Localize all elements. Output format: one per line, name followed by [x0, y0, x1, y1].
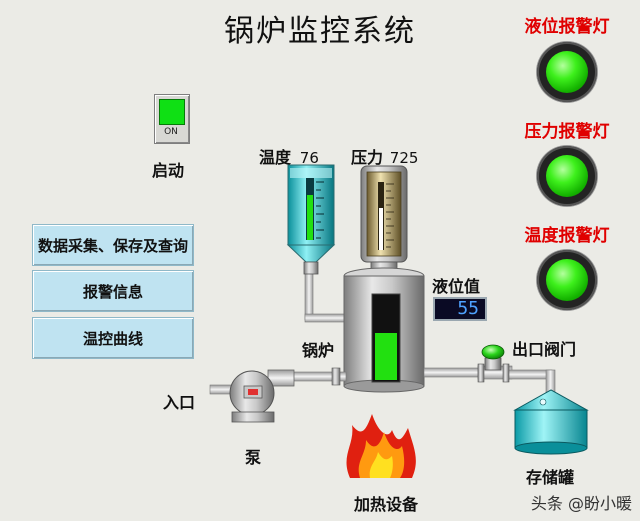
start-led-icon	[159, 99, 185, 125]
alarm-info-button[interactable]: 报警信息	[32, 270, 194, 312]
heater-label: 加热设备	[354, 495, 419, 514]
boiler-icon	[343, 267, 425, 393]
pump-label: 泵	[245, 448, 262, 467]
level-alarm-label: 液位报警灯	[524, 17, 610, 37]
pressure-gauge-icon	[360, 165, 408, 273]
temperature-value: 76	[299, 149, 319, 167]
pressure-label-text: 压力	[351, 148, 384, 167]
boiler-label: 锅炉	[302, 341, 335, 360]
inlet-label: 入口	[163, 393, 196, 412]
start-button[interactable]: ON	[154, 94, 190, 144]
pressure-gauge-label: 压力 725	[351, 144, 418, 168]
level-label: 液位值	[432, 277, 481, 296]
outlet-valve-label: 出口阀门	[512, 340, 577, 359]
level-alarm-lamp-icon	[537, 42, 597, 102]
level-value-display: 55	[433, 297, 487, 321]
outlet-valve-icon	[477, 344, 510, 383]
pump-icon	[229, 369, 295, 423]
temperature-alarm-lamp-icon	[537, 250, 597, 310]
temperature-gauge-label: 温度 76	[259, 144, 319, 168]
pressure-alarm-lamp-icon	[537, 146, 597, 206]
start-on-text: ON	[164, 127, 178, 137]
storage-tank-icon	[513, 389, 589, 455]
pressure-value: 725	[389, 149, 419, 167]
flame-icon	[346, 414, 416, 478]
pressure-alarm-label: 压力报警灯	[524, 122, 610, 142]
page-title: 锅炉监控系统	[224, 14, 416, 49]
data-collect-button[interactable]: 数据采集、保存及查询	[32, 224, 194, 266]
watermark: 头条 @盼小暖	[530, 494, 632, 513]
start-label: 启动	[152, 161, 185, 180]
temperature-label-text: 温度	[259, 148, 292, 167]
temperature-gauge-icon	[286, 164, 336, 275]
temp-curve-button[interactable]: 温控曲线	[32, 317, 194, 359]
tank-label: 存储罐	[526, 468, 575, 487]
temperature-alarm-label: 温度报警灯	[524, 226, 610, 246]
